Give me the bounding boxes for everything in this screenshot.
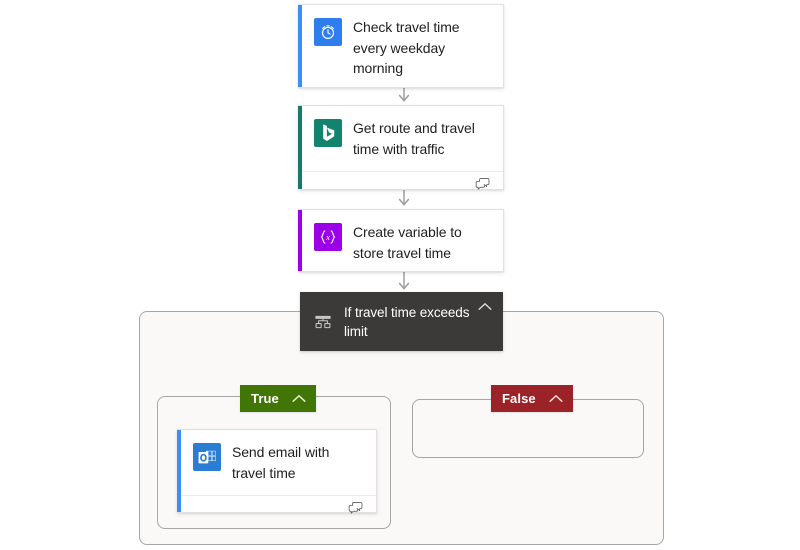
chevron-up-icon[interactable] xyxy=(477,299,493,315)
node-title: Check travel time every weekday morning xyxy=(353,19,460,76)
node-accent-bar xyxy=(298,5,302,87)
true-branch-badge[interactable]: True xyxy=(240,385,316,412)
flow-node-send-email[interactable]: Send email with travel time xyxy=(177,429,377,514)
chevron-up-icon[interactable] xyxy=(291,391,307,407)
flow-node-bing-maps[interactable]: Get route and travel time with traffic xyxy=(298,105,504,190)
node-header: x Create variable to store travel time xyxy=(298,210,503,275)
branch-label: True xyxy=(251,391,279,406)
variable-braces-icon: x xyxy=(314,223,342,251)
flow-node-init-variable[interactable]: x Create variable to store travel time xyxy=(298,209,504,272)
node-accent-bar xyxy=(298,210,302,271)
comment-icon[interactable] xyxy=(348,501,364,520)
node-title: Send email with travel time xyxy=(232,444,330,481)
condition-title: If travel time exceeds limit xyxy=(344,304,470,339)
chevron-up-icon[interactable] xyxy=(548,391,564,407)
node-header: Send email with travel time xyxy=(177,430,376,495)
bing-maps-icon xyxy=(314,119,342,147)
node-accent-bar xyxy=(177,430,181,512)
branch-label: False xyxy=(502,391,536,406)
svg-text:x: x xyxy=(325,232,330,242)
flow-node-condition[interactable]: If travel time exceeds limit xyxy=(300,292,503,351)
node-accent-bar xyxy=(298,106,302,189)
false-branch-badge[interactable]: False xyxy=(491,385,573,412)
node-footer xyxy=(177,495,376,524)
node-header: Check travel time every weekday morning xyxy=(298,5,503,91)
node-title: Create variable to store travel time xyxy=(353,224,462,261)
outlook-icon xyxy=(193,443,221,471)
condition-branch-icon xyxy=(312,311,334,333)
comment-icon[interactable] xyxy=(475,177,491,196)
alarm-clock-icon xyxy=(314,18,342,46)
flow-node-trigger[interactable]: Check travel time every weekday morning xyxy=(298,4,504,88)
node-footer xyxy=(298,171,503,200)
node-header: Get route and travel time with traffic xyxy=(298,106,503,171)
node-title: Get route and travel time with traffic xyxy=(353,120,475,157)
